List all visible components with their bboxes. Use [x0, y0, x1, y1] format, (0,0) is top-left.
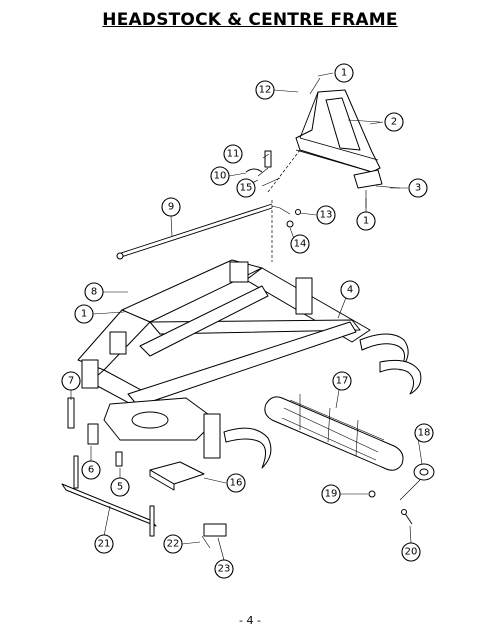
callout-4: 4	[340, 280, 360, 300]
callout-7: 7	[61, 371, 81, 391]
svg-text:21: 21	[98, 539, 111, 550]
callout-1-top: 1	[334, 63, 354, 83]
wear-pad	[149, 461, 205, 491]
callout-21: 21	[94, 534, 114, 554]
svg-text:2: 2	[391, 117, 397, 128]
callout-3: 3	[408, 178, 428, 198]
svg-text:9: 9	[168, 202, 174, 213]
callout-2: 2	[384, 112, 404, 132]
svg-text:8: 8	[91, 287, 97, 298]
support-rod	[116, 200, 301, 262]
centre-frame	[77, 259, 422, 469]
callout-1-right: 1	[356, 211, 376, 231]
svg-text:22: 22	[167, 539, 180, 550]
callout-23: 23	[214, 559, 234, 579]
svg-text:13: 13	[320, 210, 333, 221]
callout-8: 8	[84, 282, 104, 302]
scraper-bar	[61, 455, 157, 537]
callout-6: 6	[81, 460, 101, 480]
svg-text:10: 10	[214, 171, 227, 182]
svg-text:12: 12	[259, 85, 272, 96]
callout-13: 13	[316, 205, 336, 225]
callout-20: 20	[401, 542, 421, 562]
callout-1-left: 1	[74, 304, 94, 324]
hitch-post	[67, 397, 99, 445]
page-title: HEADSTOCK & CENTRE FRAME	[102, 10, 398, 30]
svg-text:19: 19	[325, 489, 338, 500]
callout-9: 9	[161, 197, 181, 217]
svg-text:17: 17	[336, 376, 349, 387]
callout-15: 15	[236, 178, 256, 198]
svg-text:15: 15	[240, 183, 253, 194]
headstock-a-frame	[267, 77, 401, 208]
svg-text:4: 4	[347, 285, 353, 296]
callout-10: 10	[210, 166, 230, 186]
callout-11: 11	[223, 144, 243, 164]
bearing-bolts	[368, 479, 421, 525]
svg-text:23: 23	[218, 564, 231, 575]
svg-text:6: 6	[88, 465, 94, 476]
svg-text:3: 3	[415, 183, 421, 194]
svg-text:1: 1	[341, 68, 347, 79]
svg-text:1: 1	[81, 309, 87, 320]
page-number: - 4 -	[239, 614, 261, 627]
svg-text:18: 18	[418, 428, 431, 439]
callout-17: 17	[332, 371, 352, 391]
callout-5: 5	[110, 477, 130, 497]
callout-18: 18	[414, 423, 434, 443]
callout-16: 16	[226, 473, 246, 493]
svg-text:5: 5	[117, 482, 123, 493]
callout-14: 14	[290, 234, 310, 254]
callout-22: 22	[163, 534, 183, 554]
svg-text:16: 16	[230, 478, 243, 489]
top-link-pin	[245, 150, 281, 187]
end-plate	[201, 523, 227, 549]
svg-text:14: 14	[294, 239, 307, 250]
svg-text:7: 7	[68, 376, 74, 387]
bearing	[413, 463, 435, 481]
bolt	[115, 451, 123, 467]
callout-19: 19	[321, 484, 341, 504]
svg-text:20: 20	[405, 547, 418, 558]
svg-text:11: 11	[227, 149, 240, 160]
callout-12: 12	[255, 80, 275, 100]
roller	[264, 394, 404, 471]
svg-text:1: 1	[363, 216, 369, 227]
